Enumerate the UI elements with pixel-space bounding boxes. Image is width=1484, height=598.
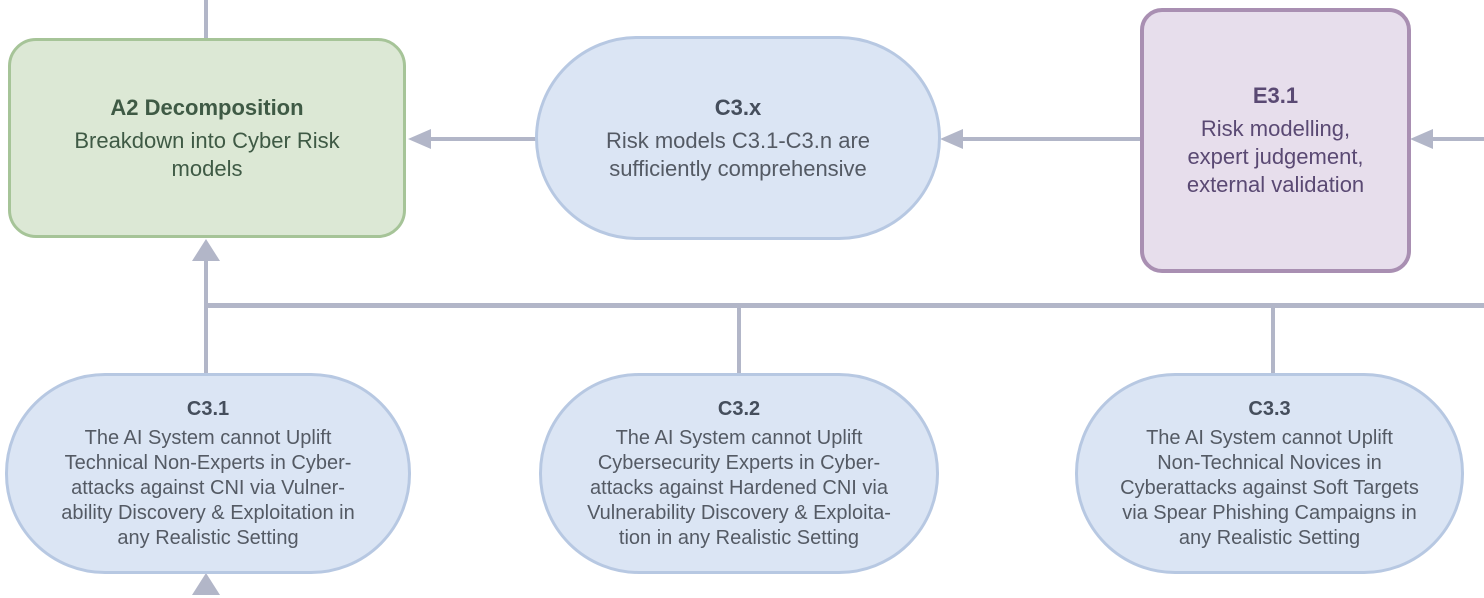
- arrowhead-into-c31-bottom-icon: [192, 573, 220, 595]
- node-c33-claim: C3.3 The AI System cannot Uplift Non-Tec…: [1075, 373, 1464, 574]
- arrowhead-into-a2-bottom-icon: [192, 239, 220, 261]
- arrowhead-into-a2-right-icon: [408, 129, 431, 149]
- arrowhead-into-e31-icon: [1410, 129, 1433, 149]
- node-c32-title: C3.2: [717, 397, 761, 420]
- connector-horizontal-trunk: [204, 303, 1484, 308]
- node-c3x-body: Risk models C3.1-C3.n are sufficiently c…: [605, 127, 871, 181]
- connector-trunk-to-c33: [1271, 306, 1275, 373]
- node-e31-body: Risk modelling, expert judgement, extern…: [1186, 116, 1365, 197]
- node-c3x-title: C3.x: [714, 94, 762, 120]
- connector-top-vertical: [204, 0, 208, 38]
- connector-edge-to-e31: [1432, 137, 1484, 141]
- connector-e31-to-c3x: [962, 137, 1142, 141]
- node-c33-body: The AI System cannot Uplift Non-Technica…: [1120, 426, 1419, 549]
- node-e31-title: E3.1: [1252, 83, 1299, 108]
- node-e31-evidence: E3.1 Risk modelling, expert judgement, e…: [1140, 8, 1411, 273]
- node-a2-body: Breakdown into Cyber Risk models: [74, 127, 340, 181]
- node-c31-claim: C3.1 The AI System cannot Uplift Technic…: [5, 373, 411, 574]
- node-c31-title: C3.1: [186, 397, 230, 420]
- node-a2-title: A2 Decomposition: [110, 94, 304, 120]
- node-a2-decomposition: A2 Decomposition Breakdown into Cyber Ri…: [8, 38, 406, 238]
- node-c32-body: The AI System cannot Uplift Cybersecurit…: [587, 426, 891, 549]
- node-c31-body: The AI System cannot Uplift Technical No…: [61, 426, 355, 549]
- node-c3x-claim: C3.x Risk models C3.1-C3.n are sufficien…: [535, 36, 941, 240]
- connector-c3x-to-a2: [430, 137, 537, 141]
- connector-trunk-to-c32: [737, 306, 741, 373]
- arrowhead-into-c3x-icon: [940, 129, 963, 149]
- connector-trunk-to-a2: [204, 256, 208, 305]
- node-c33-title: C3.3: [1248, 397, 1291, 420]
- node-c32-claim: C3.2 The AI System cannot Uplift Cyberse…: [539, 373, 939, 574]
- connector-trunk-to-c31: [204, 306, 208, 373]
